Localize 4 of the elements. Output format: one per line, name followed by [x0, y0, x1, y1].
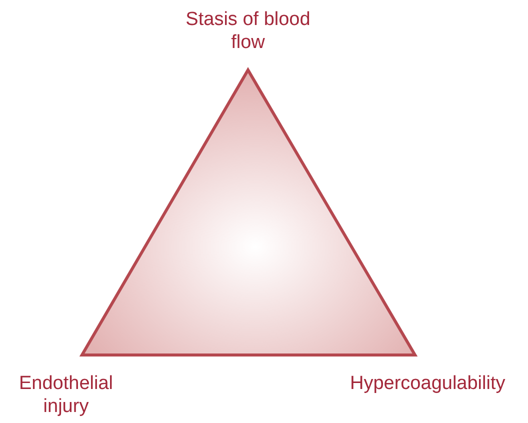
triangle-shape — [79, 67, 418, 356]
vertex-label: Endothelial injury — [18, 372, 114, 418]
vertex-label: Hypercoagulability — [350, 372, 506, 395]
vertex-label: Stasis of blood flow — [184, 8, 312, 54]
